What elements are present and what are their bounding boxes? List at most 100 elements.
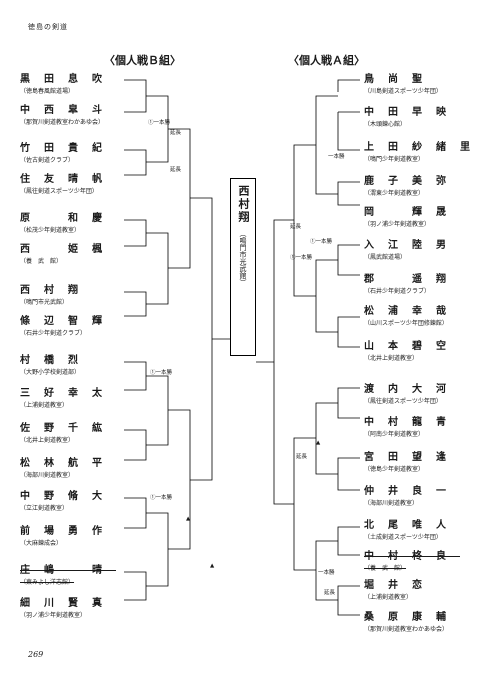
competitor-club: （北井上剣道教室） bbox=[364, 355, 419, 362]
group-a-entry: 渡内大河 （鳳往剣道スポーツ少年団） bbox=[364, 380, 480, 405]
competitor-name: 山本碧空 bbox=[364, 341, 460, 352]
group-b-entry: 原 和慶 （松茂少年剣道教室） bbox=[20, 209, 170, 234]
competitor-name: 中村龍青 bbox=[364, 417, 460, 428]
competitor-club: （羽ノ浦少年剣道教室） bbox=[20, 612, 87, 619]
group-b-entry: 中西皐斗 （那賀川剣道教室わかあゆ会） bbox=[20, 101, 170, 126]
group-b-entry: 村橋烈 （大野小学校剣道部） bbox=[20, 351, 170, 376]
group-a-entry: 宮田望逢 （徳島少年剣道教室） bbox=[364, 448, 480, 473]
competitor-name: 中田早映 bbox=[364, 107, 460, 118]
competitor-club: （石井少年剣道クラブ） bbox=[20, 330, 87, 337]
competitor-club: （佐古剣道クラブ） bbox=[20, 157, 75, 164]
competitor-name: 鹿子美弥 bbox=[364, 176, 460, 187]
competitor-name: 西 姫楓 bbox=[20, 244, 116, 255]
competitor-name: 三好幸太 bbox=[20, 388, 116, 399]
champion-club: （鳴門市光武館） bbox=[239, 230, 247, 286]
hansoku-mark: ▲ bbox=[186, 516, 191, 522]
champion-box: 西村翔 （鳴門市光武館） bbox=[230, 178, 256, 356]
group-b-title: 〈個人戦Ｂ組〉 bbox=[104, 54, 181, 67]
competitor-name: 堀井恋 bbox=[364, 580, 436, 591]
competitor-club: （養 武 館） bbox=[364, 565, 407, 572]
group-b-entry: 佐野千紘 （北井上剣道教室） bbox=[20, 419, 170, 444]
ippon-mark: ①一本勝 bbox=[310, 239, 333, 245]
competitor-name: 中野脩大 bbox=[20, 491, 116, 502]
competitor-club: （海部川剣道教室） bbox=[364, 500, 419, 507]
competitor-name: 仲井良一 bbox=[364, 486, 460, 497]
group-b-entry: 細川賢真 （羽ノ浦少年剣道教室） bbox=[20, 594, 170, 619]
ippon-mark: ①一本勝 bbox=[290, 255, 313, 261]
competitor-club: （那賀川剣道教室わかあゆ会） bbox=[364, 626, 449, 633]
group-a-title: 〈個人戦Ａ組〉 bbox=[288, 54, 365, 67]
page-number: 269 bbox=[28, 650, 44, 659]
encho-mark: 延長 bbox=[170, 130, 182, 136]
competitor-club: （海部川剣道教室） bbox=[20, 472, 75, 479]
champion-name: 西村翔 bbox=[237, 185, 250, 224]
group-a-entry: 中田早映 （木頭錬心館） bbox=[364, 103, 480, 128]
competitor-name: 宮田望逢 bbox=[364, 452, 460, 463]
hansoku-mark: ▲ bbox=[316, 440, 321, 446]
competitor-club: （石井少年剣道クラブ） bbox=[364, 288, 431, 295]
group-b-entry: 條辺智輝 （石井少年剣道クラブ） bbox=[20, 312, 170, 337]
competitor-name: 桑原康輔 bbox=[364, 612, 460, 623]
competitor-club: （東みよし洋志館） bbox=[20, 579, 75, 586]
competitor-club: （大麻錬成会） bbox=[20, 540, 63, 547]
group-a-entry: 鳥尚聖 （川島剣道スポーツ少年団） bbox=[364, 70, 480, 95]
competitor-name: 中西皐斗 bbox=[20, 105, 116, 116]
competitor-name: 上田紗緒里 bbox=[364, 142, 480, 153]
competitor-name: 松林航平 bbox=[20, 458, 116, 469]
group-b-entry: 西 姫楓 （養 武 館） bbox=[20, 240, 170, 265]
group-a-entry: 北尾唯人 （土成剣道スポーツ少年団） bbox=[364, 516, 480, 541]
group-a-entry: 中村龍青 （阿南少年剣道教室） bbox=[364, 413, 480, 438]
competitor-name: 松浦幸哉 bbox=[364, 306, 460, 317]
competitor-name: 岡 輝晟 bbox=[364, 207, 460, 218]
group-b-entry: 中野脩大 （立江剣道教室） bbox=[20, 487, 170, 512]
competitor-club: （徳島少年剣道教室） bbox=[364, 466, 425, 473]
competitor-name: 村橋烈 bbox=[20, 355, 92, 366]
competitor-name: 鳥尚聖 bbox=[364, 74, 436, 85]
group-a-entry: 仲井良一 （海部川剣道教室） bbox=[364, 482, 480, 507]
group-a-entry: 山本碧空 （北井上剣道教室） bbox=[364, 337, 480, 362]
competitor-name: 庄嶋 晴 bbox=[20, 565, 116, 576]
group-b-entry-withdrawn: 庄嶋 晴 （東みよし洋志館） bbox=[20, 561, 170, 586]
competitor-club: （川島剣道スポーツ少年団） bbox=[364, 88, 442, 95]
competitor-name: 前場勇作 bbox=[20, 526, 116, 537]
ippon-mark: 一本勝 bbox=[318, 570, 335, 576]
competitor-name: 北尾唯人 bbox=[364, 520, 460, 531]
competitor-name: 黒田息吹 bbox=[20, 74, 116, 85]
group-b-entry: 松林航平 （海部川剣道教室） bbox=[20, 454, 170, 479]
competitor-club: （大野小学校剣道部） bbox=[20, 369, 81, 376]
group-a-entry: 桑原康輔 （那賀川剣道教室わかあゆ会） bbox=[364, 608, 480, 633]
competitor-name: 細川賢真 bbox=[20, 598, 116, 609]
competitor-club: （徳島春風館道場） bbox=[20, 88, 75, 95]
hansoku-mark: ▲ bbox=[210, 563, 215, 569]
group-a-entry: 堀井恋 （上浦剣道教室） bbox=[364, 576, 480, 601]
competitor-name: 郡 遥翔 bbox=[364, 274, 460, 285]
competitor-club: （鳳武館道場） bbox=[364, 254, 407, 261]
competitor-name: 竹田貴紀 bbox=[20, 143, 116, 154]
competitor-name: 入江陸男 bbox=[364, 240, 460, 251]
competitor-name: 渡内大河 bbox=[364, 384, 460, 395]
competitor-name: 條辺智輝 bbox=[20, 316, 116, 327]
competitor-club: （鳴門市光武館） bbox=[20, 299, 69, 306]
encho-mark: 延長 bbox=[324, 590, 336, 596]
group-a-entry: 郡 遥翔 （石井少年剣道クラブ） bbox=[364, 270, 480, 295]
group-a-entry: 岡 輝晟 （羽ノ浦少年剣道教室） bbox=[364, 203, 480, 228]
competitor-club: （松茂少年剣道教室） bbox=[20, 227, 81, 234]
competitor-name: 西村翔 bbox=[20, 285, 92, 296]
competitor-club: （渭東少年剣道教室） bbox=[364, 190, 425, 197]
encho-mark: 延長 bbox=[170, 167, 182, 173]
group-a-entry: 入江陸男 （鳳武館道場） bbox=[364, 236, 480, 261]
competitor-club: （上浦剣道教室） bbox=[364, 594, 413, 601]
competitor-club: （山川スポーツ少年団修錬館） bbox=[364, 320, 448, 327]
competitor-club: （立江剣道教室） bbox=[20, 505, 69, 512]
competitor-club: （土成剣道スポーツ少年団） bbox=[364, 534, 442, 541]
competitor-club: （上浦剣道教室） bbox=[20, 402, 69, 409]
group-b-entry: 西村翔 （鳴門市光武館） bbox=[20, 281, 170, 306]
competitor-club: （羽ノ浦少年剣道教室） bbox=[364, 221, 431, 228]
group-a-entry: 上田紗緒里 （鳴門少年剣道教室） bbox=[364, 138, 480, 163]
ippon-mark: ①一本勝 bbox=[148, 120, 171, 126]
competitor-name: 住友晴帆 bbox=[20, 174, 116, 185]
competitor-club: （鳴門少年剣道教室） bbox=[364, 156, 425, 163]
page-header: 徳島の剣道 bbox=[28, 23, 68, 31]
